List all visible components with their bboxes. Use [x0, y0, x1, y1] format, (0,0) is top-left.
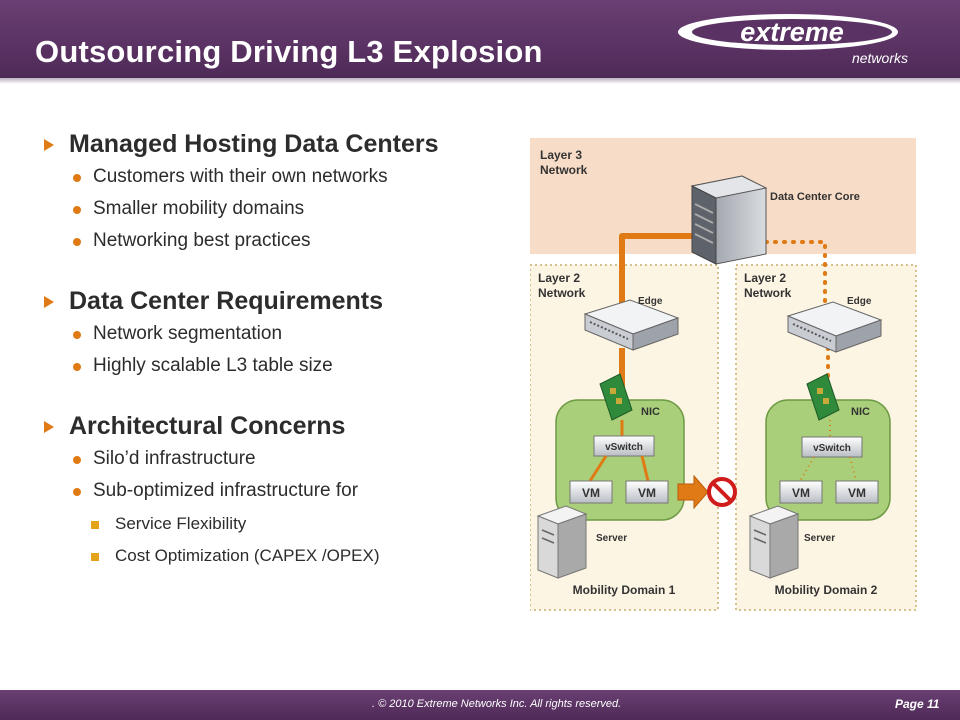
- bullet-architectural-concerns: Architectural Concerns: [44, 412, 514, 441]
- page-number: Page 11: [895, 697, 940, 711]
- square-bullet-icon: [91, 553, 99, 561]
- layer2-label-2-line1: Layer 2: [744, 271, 786, 285]
- triangle-bullet-icon: [44, 421, 54, 433]
- bullet-dc-requirements: Data Center Requirements: [44, 287, 514, 316]
- layer3-label-line2: Network: [540, 163, 588, 177]
- triangle-bullet-icon: [44, 139, 54, 151]
- bullet-silod: Silo’d infrastructure: [44, 448, 514, 470]
- bullet-segmentation: Network segmentation: [44, 323, 514, 345]
- vm-box: [625, 480, 669, 504]
- vswitch-label-1: vSwitch: [605, 442, 643, 453]
- bullet-cost-optimization: Cost Optimization (CAPEX /OPEX): [44, 546, 514, 566]
- dot-bullet-icon: [73, 363, 81, 371]
- triangle-bullet-icon: [44, 296, 54, 308]
- vm-label: VM: [638, 486, 656, 500]
- edge-switch-icon: [583, 299, 680, 351]
- vm-box: [569, 480, 613, 504]
- layer2-label-1-line2: Network: [538, 286, 586, 300]
- vm-label: VM: [582, 486, 600, 500]
- vm-label: VM: [848, 486, 866, 500]
- vswitch-label-2: vSwitch: [813, 443, 851, 454]
- dot-bullet-icon: [73, 174, 81, 182]
- server-label-1: Server: [596, 533, 627, 544]
- nic-card-icon: [806, 373, 840, 421]
- dot-bullet-icon: [73, 206, 81, 214]
- bullet-sub-optimized: Sub-optimized infrastructure for: [44, 480, 514, 502]
- header-bar: Outsourcing Driving L3 Explosion extreme…: [0, 0, 960, 78]
- nic-label-2: NIC: [851, 406, 870, 418]
- edge-label-1: Edge: [638, 296, 663, 307]
- network-diagram: Layer 3 Network Data Center Core Layer 2…: [530, 138, 917, 611]
- square-bullet-icon: [91, 521, 99, 529]
- slide-title: Outsourcing Driving L3 Explosion: [35, 34, 543, 69]
- edge-switch-icon: [786, 301, 883, 353]
- logo-word: extreme: [740, 17, 844, 47]
- server-label-2: Server: [804, 533, 835, 544]
- bullet-best-practices: Networking best practices: [44, 230, 514, 252]
- nic-card-icon: [599, 373, 633, 421]
- edge-label-2: Edge: [847, 296, 872, 307]
- vm-label: VM: [792, 486, 810, 500]
- dot-bullet-icon: [73, 331, 81, 339]
- core-to-edge2-link: [764, 240, 827, 306]
- vswitch-box-1: [593, 435, 655, 457]
- core-switch-icon: [690, 175, 768, 265]
- mobility-domain-2-label: Mobility Domain 2: [775, 583, 878, 597]
- dot-bullet-icon: [73, 456, 81, 464]
- layer3-label-line1: Layer 3: [540, 148, 582, 162]
- layer2-label-2-line2: Network: [744, 286, 792, 300]
- bullet-l3-table: Highly scalable L3 table size: [44, 355, 514, 377]
- vm-box: [779, 480, 823, 504]
- layer2-label-1-line1: Layer 2: [538, 271, 580, 285]
- bullet-service-flexibility: Service Flexibility: [44, 514, 514, 534]
- server-tower-icon: [536, 505, 588, 579]
- dot-bullet-icon: [73, 488, 81, 496]
- nic-label-1: NIC: [641, 406, 660, 418]
- core-to-edge1-link: [619, 233, 695, 304]
- core-label: Data Center Core: [770, 191, 860, 203]
- bullet-managed-hosting: Managed Hosting Data Centers: [44, 130, 514, 159]
- dot-bullet-icon: [73, 238, 81, 246]
- copyright-text: . © 2010 Extreme Networks Inc. All right…: [372, 698, 622, 710]
- logo-swoosh-inner: [692, 19, 892, 45]
- bullet-mobility-domains: Smaller mobility domains: [44, 198, 514, 220]
- bullet-customers: Customers with their own networks: [44, 166, 514, 188]
- vswitch-box-2: [801, 436, 863, 458]
- logo-subword: networks: [852, 50, 908, 66]
- extreme-networks-logo: extreme networks: [678, 14, 908, 66]
- footer-bar: . © 2010 Extreme Networks Inc. All right…: [0, 690, 960, 720]
- bullet-list: Managed Hosting Data Centers Customers w…: [44, 130, 514, 566]
- vm-box: [835, 480, 879, 504]
- server-tower-icon: [748, 505, 800, 579]
- header-shadow: [0, 78, 960, 84]
- migration-arrow-icon: [677, 474, 709, 510]
- blocked-icon: [707, 477, 737, 507]
- mobility-domain-1-label: Mobility Domain 1: [573, 583, 676, 597]
